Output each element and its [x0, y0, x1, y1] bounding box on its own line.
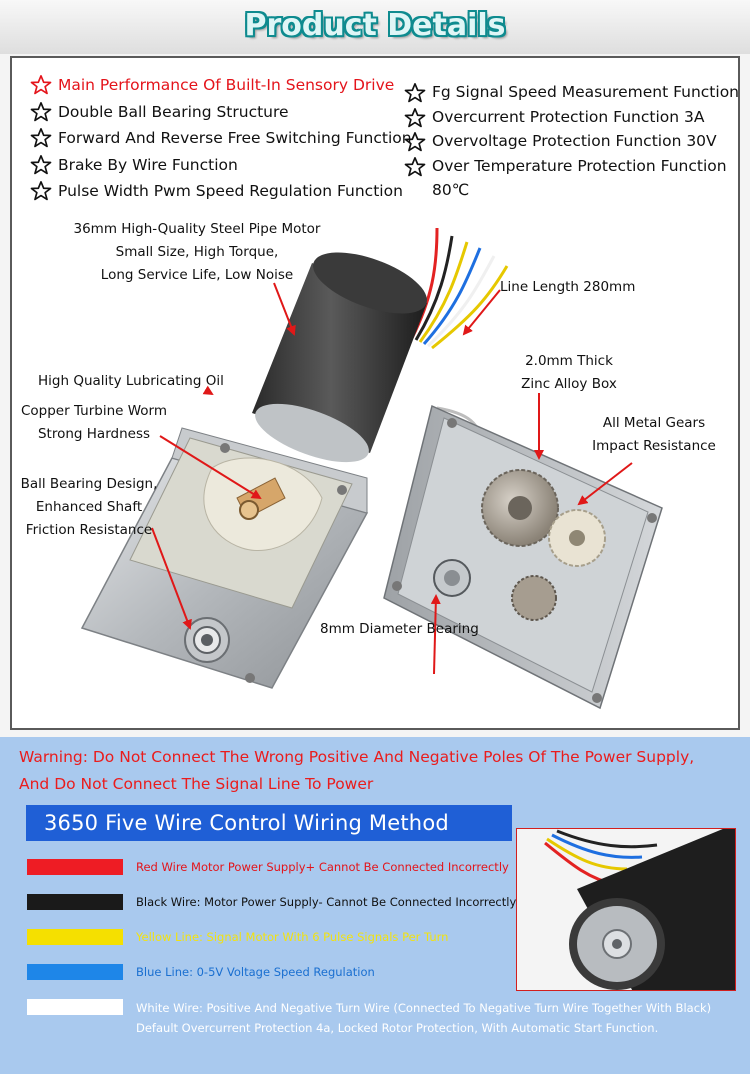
feature-item: Forward And Reverse Free Switching Funct… — [30, 125, 412, 152]
wire-label: Black Wire: Motor Power Supply- Cannot B… — [136, 895, 517, 909]
callout-arrows — [151, 282, 633, 675]
wire-label: Red Wire Motor Power Supply+ Cannot Be C… — [136, 860, 509, 874]
feature-text: 80℃ — [432, 181, 470, 199]
star-icon — [404, 156, 426, 176]
wire-label: Yellow Line: Signal Motor With 6 Pulse S… — [136, 930, 449, 944]
right-gear-plate — [383, 404, 663, 710]
feature-text: Pulse Width Pwm Speed Regulation Functio… — [58, 182, 403, 200]
wire-label-line: White Wire: Positive And Negative Turn W… — [136, 1001, 712, 1015]
feature-list-right: Fg Signal Speed Measurement Function Ove… — [404, 80, 740, 203]
wire-swatch — [27, 999, 123, 1015]
motor-end-photo — [516, 828, 736, 991]
feature-text: Overvoltage Protection Function 30V — [432, 132, 717, 150]
callout-line: All Metal Gears — [602, 415, 706, 431]
feature-list-left: Main Performance Of Built-In Sensory Dri… — [30, 72, 412, 205]
callout-line-length: Line Length 280mm — [500, 276, 635, 299]
product-photo — [80, 227, 663, 710]
callout-line: Strong Hardness — [37, 426, 151, 442]
feature-item: Over Temperature Protection Function — [404, 154, 738, 179]
wire-swatch — [27, 929, 123, 945]
star-icon — [30, 181, 52, 201]
callout-oil: High Quality Lubricating Oil — [38, 370, 224, 393]
feature-text: Brake By Wire Function — [58, 155, 238, 174]
star-icon — [30, 101, 52, 121]
star-icon — [30, 128, 52, 148]
feature-text: Fg Signal Speed Measurement Function — [432, 83, 740, 101]
star-icon — [30, 75, 52, 95]
callout-line: Small Size, High Torque, — [115, 244, 279, 260]
wire-swatch — [27, 894, 123, 910]
feature-text: Overcurrent Protection Function 3A — [432, 107, 705, 126]
warning-line: And Do Not Connect The Signal Line To Po… — [19, 775, 374, 793]
callout-line: Enhanced Shaft — [35, 499, 143, 515]
feature-item: Brake By Wire Function — [30, 152, 412, 179]
callout-line: Long Service Life, Low Noise — [100, 267, 294, 283]
callout-line: High Quality Lubricating Oil — [38, 373, 224, 389]
wiring-title: 3650 Five Wire Control Wiring Method — [26, 805, 512, 841]
callout-motor: 36mm High-Quality Steel Pipe Motor Small… — [52, 218, 342, 287]
callout-diameter: 8mm Diameter Bearing — [320, 618, 479, 641]
star-icon — [404, 132, 426, 152]
header-banner: Product Details — [0, 0, 750, 54]
callout-line: 8mm Diameter Bearing — [320, 621, 479, 637]
wire-label: Blue Line: 0-5V Voltage Speed Regulation — [136, 965, 375, 979]
callout-line: Friction Resistance — [25, 522, 153, 538]
wire-swatch — [27, 859, 123, 875]
callout-zinc-box: 2.0mm Thick Zinc Alloy Box — [494, 350, 644, 396]
feature-item: Overvoltage Protection Function 30V — [404, 129, 738, 154]
callout-line: Line Length 280mm — [500, 279, 636, 295]
callout-line: 36mm High-Quality Steel Pipe Motor — [73, 221, 321, 237]
feature-text: Forward And Reverse Free Switching Funct… — [58, 129, 412, 147]
wire-swatch — [27, 964, 123, 980]
callout-line: Ball Bearing Design, — [20, 476, 158, 492]
star-icon — [404, 83, 426, 103]
left-gearbox — [80, 427, 369, 689]
warning-line: Warning: Do Not Connect The Wrong Positi… — [19, 748, 695, 766]
feature-item: Pulse Width Pwm Speed Regulation Functio… — [30, 178, 412, 205]
wire-label: White Wire: Positive And Negative Turn W… — [136, 998, 711, 1038]
callout-line: Copper Turbine Worm — [20, 403, 168, 419]
callout-line: 2.0mm Thick — [525, 353, 613, 369]
callout-worm: Copper Turbine Worm Strong Hardness — [14, 400, 174, 446]
wire-label-line: Default Overcurrent Protection 4a, Locke… — [136, 1021, 659, 1035]
feature-text: Main Performance Of Built-In Sensory Dri… — [58, 76, 395, 94]
feature-item-continuation: 80℃ — [404, 178, 738, 203]
motor-cylinder — [252, 252, 427, 463]
page-title: Product Details — [244, 8, 506, 43]
feature-text: Over Temperature Protection Function — [432, 156, 727, 175]
motor-end-illustration — [517, 829, 735, 990]
callout-line: Zinc Alloy Box — [521, 376, 617, 392]
feature-text: Double Ball Bearing Structure — [58, 102, 289, 121]
feature-item: Main Performance Of Built-In Sensory Dri… — [30, 72, 412, 99]
feature-item: Fg Signal Speed Measurement Function — [404, 80, 740, 105]
star-icon — [404, 107, 426, 127]
wire-bundle — [410, 227, 509, 449]
warning-text: Warning: Do Not Connect The Wrong Positi… — [19, 744, 739, 798]
feature-item: Double Ball Bearing Structure — [30, 99, 412, 126]
details-panel: Main Performance Of Built-In Sensory Dri… — [10, 56, 740, 730]
star-icon — [30, 154, 52, 174]
feature-item: Overcurrent Protection Function 3A — [404, 105, 738, 130]
callout-line: Impact Resistance — [592, 438, 716, 454]
callout-bearing: Ball Bearing Design, Enhanced Shaft Fric… — [14, 473, 164, 542]
callout-gears: All Metal Gears Impact Resistance — [584, 412, 724, 458]
